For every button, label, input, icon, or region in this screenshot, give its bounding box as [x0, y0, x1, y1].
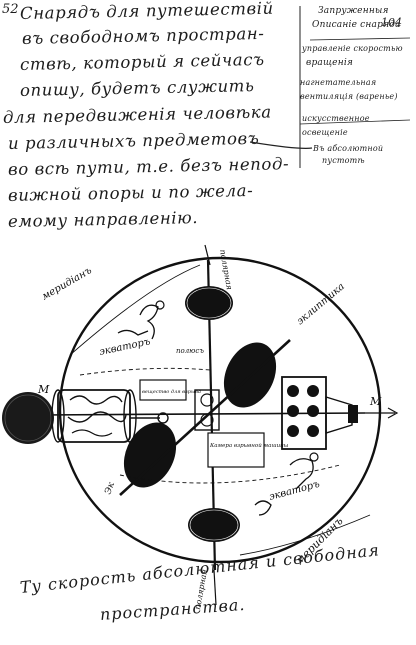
label-box-lower: Камера взрывной машины	[209, 443, 289, 449]
label-ek: Эк	[103, 480, 117, 496]
label-m-right: М	[369, 395, 382, 408]
margin-note: управленіе скоростью	[302, 44, 403, 53]
page-number: 52	[2, 2, 19, 17]
margin-note: вращенія	[306, 58, 354, 68]
margin-note: Запруженныя	[318, 6, 389, 16]
margin-note: пустотѣ	[322, 156, 365, 165]
label-polar: полюсъ	[176, 347, 204, 355]
margin-note: вентиляція (варенье)	[300, 92, 398, 101]
apparatus-diagram: меридіанъ экваторъ эклиптика полярная по…	[2, 244, 399, 610]
label-equator-left: экваторъ	[98, 336, 151, 358]
label-equator-bottom: экваторъ	[268, 479, 321, 503]
page-number-right: 104	[381, 16, 402, 29]
margin-note: нагнетательная	[300, 78, 377, 87]
margin-strokes	[249, 6, 411, 168]
label-meridian-top: меридіанъ	[40, 265, 94, 303]
outer-sphere	[58, 256, 382, 564]
label-ecliptic: эклиптика	[295, 281, 347, 327]
margin-note: Описаніе снаряда	[312, 20, 401, 30]
margin-note: Въ абсолютной	[313, 144, 384, 153]
margin-note: искусственное	[302, 114, 370, 123]
label-pole-top: полярная	[218, 249, 234, 291]
label-box-upper: вещество для взрыва	[142, 389, 201, 395]
margin-note: освещеніе	[302, 128, 348, 137]
label-m-left: М	[37, 383, 50, 396]
